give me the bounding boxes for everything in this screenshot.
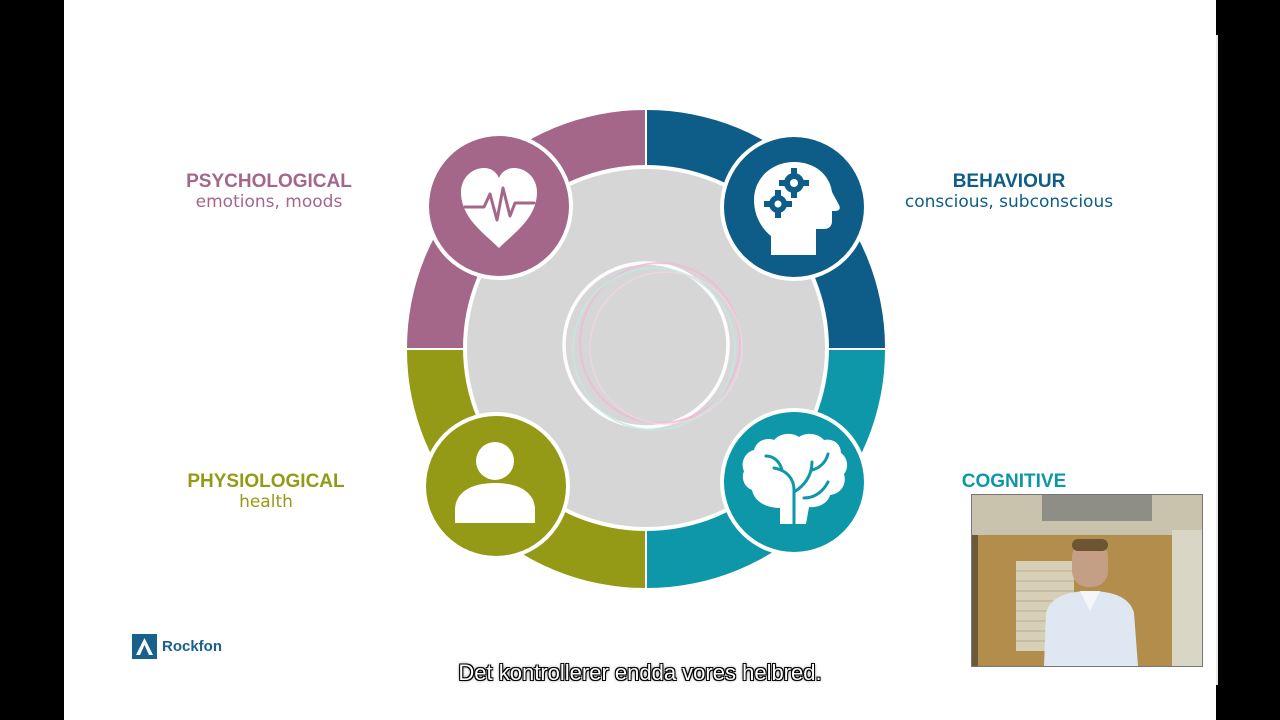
label-title: PHYSIOLOGICAL [187, 471, 345, 492]
label-behaviour: BEHAVIOUR conscious, subconscious [894, 171, 1124, 212]
behaviour-badge [720, 133, 868, 281]
brand-name: Rockfon [162, 638, 222, 655]
center-rings-graphic [562, 261, 743, 431]
label-title: COGNITIVE [961, 471, 1067, 492]
label-subtitle: conscious, subconscious [904, 191, 1114, 212]
webcam-overlay [971, 494, 1203, 667]
video-caption: Det kontrollerer endda vores helbred. [458, 660, 822, 685]
rockfon-logo: Rockfon [132, 634, 222, 659]
label-subtitle: health [239, 491, 293, 512]
presenter-video [972, 495, 1202, 666]
physiological-badge [422, 412, 570, 560]
brain-icon [742, 433, 848, 526]
person-icon [455, 442, 535, 523]
rockfon-mark-icon [132, 634, 157, 659]
cognitive-badge [720, 408, 868, 556]
letterbox-right [1216, 0, 1280, 720]
psychological-badge [425, 132, 573, 280]
label-physiological: PHYSIOLOGICAL health [174, 471, 358, 512]
presentation-slide: PSYCHOLOGICAL emotions, moods BEHAVIOUR … [64, 0, 1216, 720]
label-title: BEHAVIOUR [952, 171, 1066, 192]
label-title: PSYCHOLOGICAL [186, 171, 352, 192]
wellbeing-diagram [407, 110, 885, 588]
label-psychological: PSYCHOLOGICAL emotions, moods [174, 171, 364, 212]
label-subtitle: emotions, moods [195, 191, 343, 212]
head-gears-icon [754, 162, 840, 255]
